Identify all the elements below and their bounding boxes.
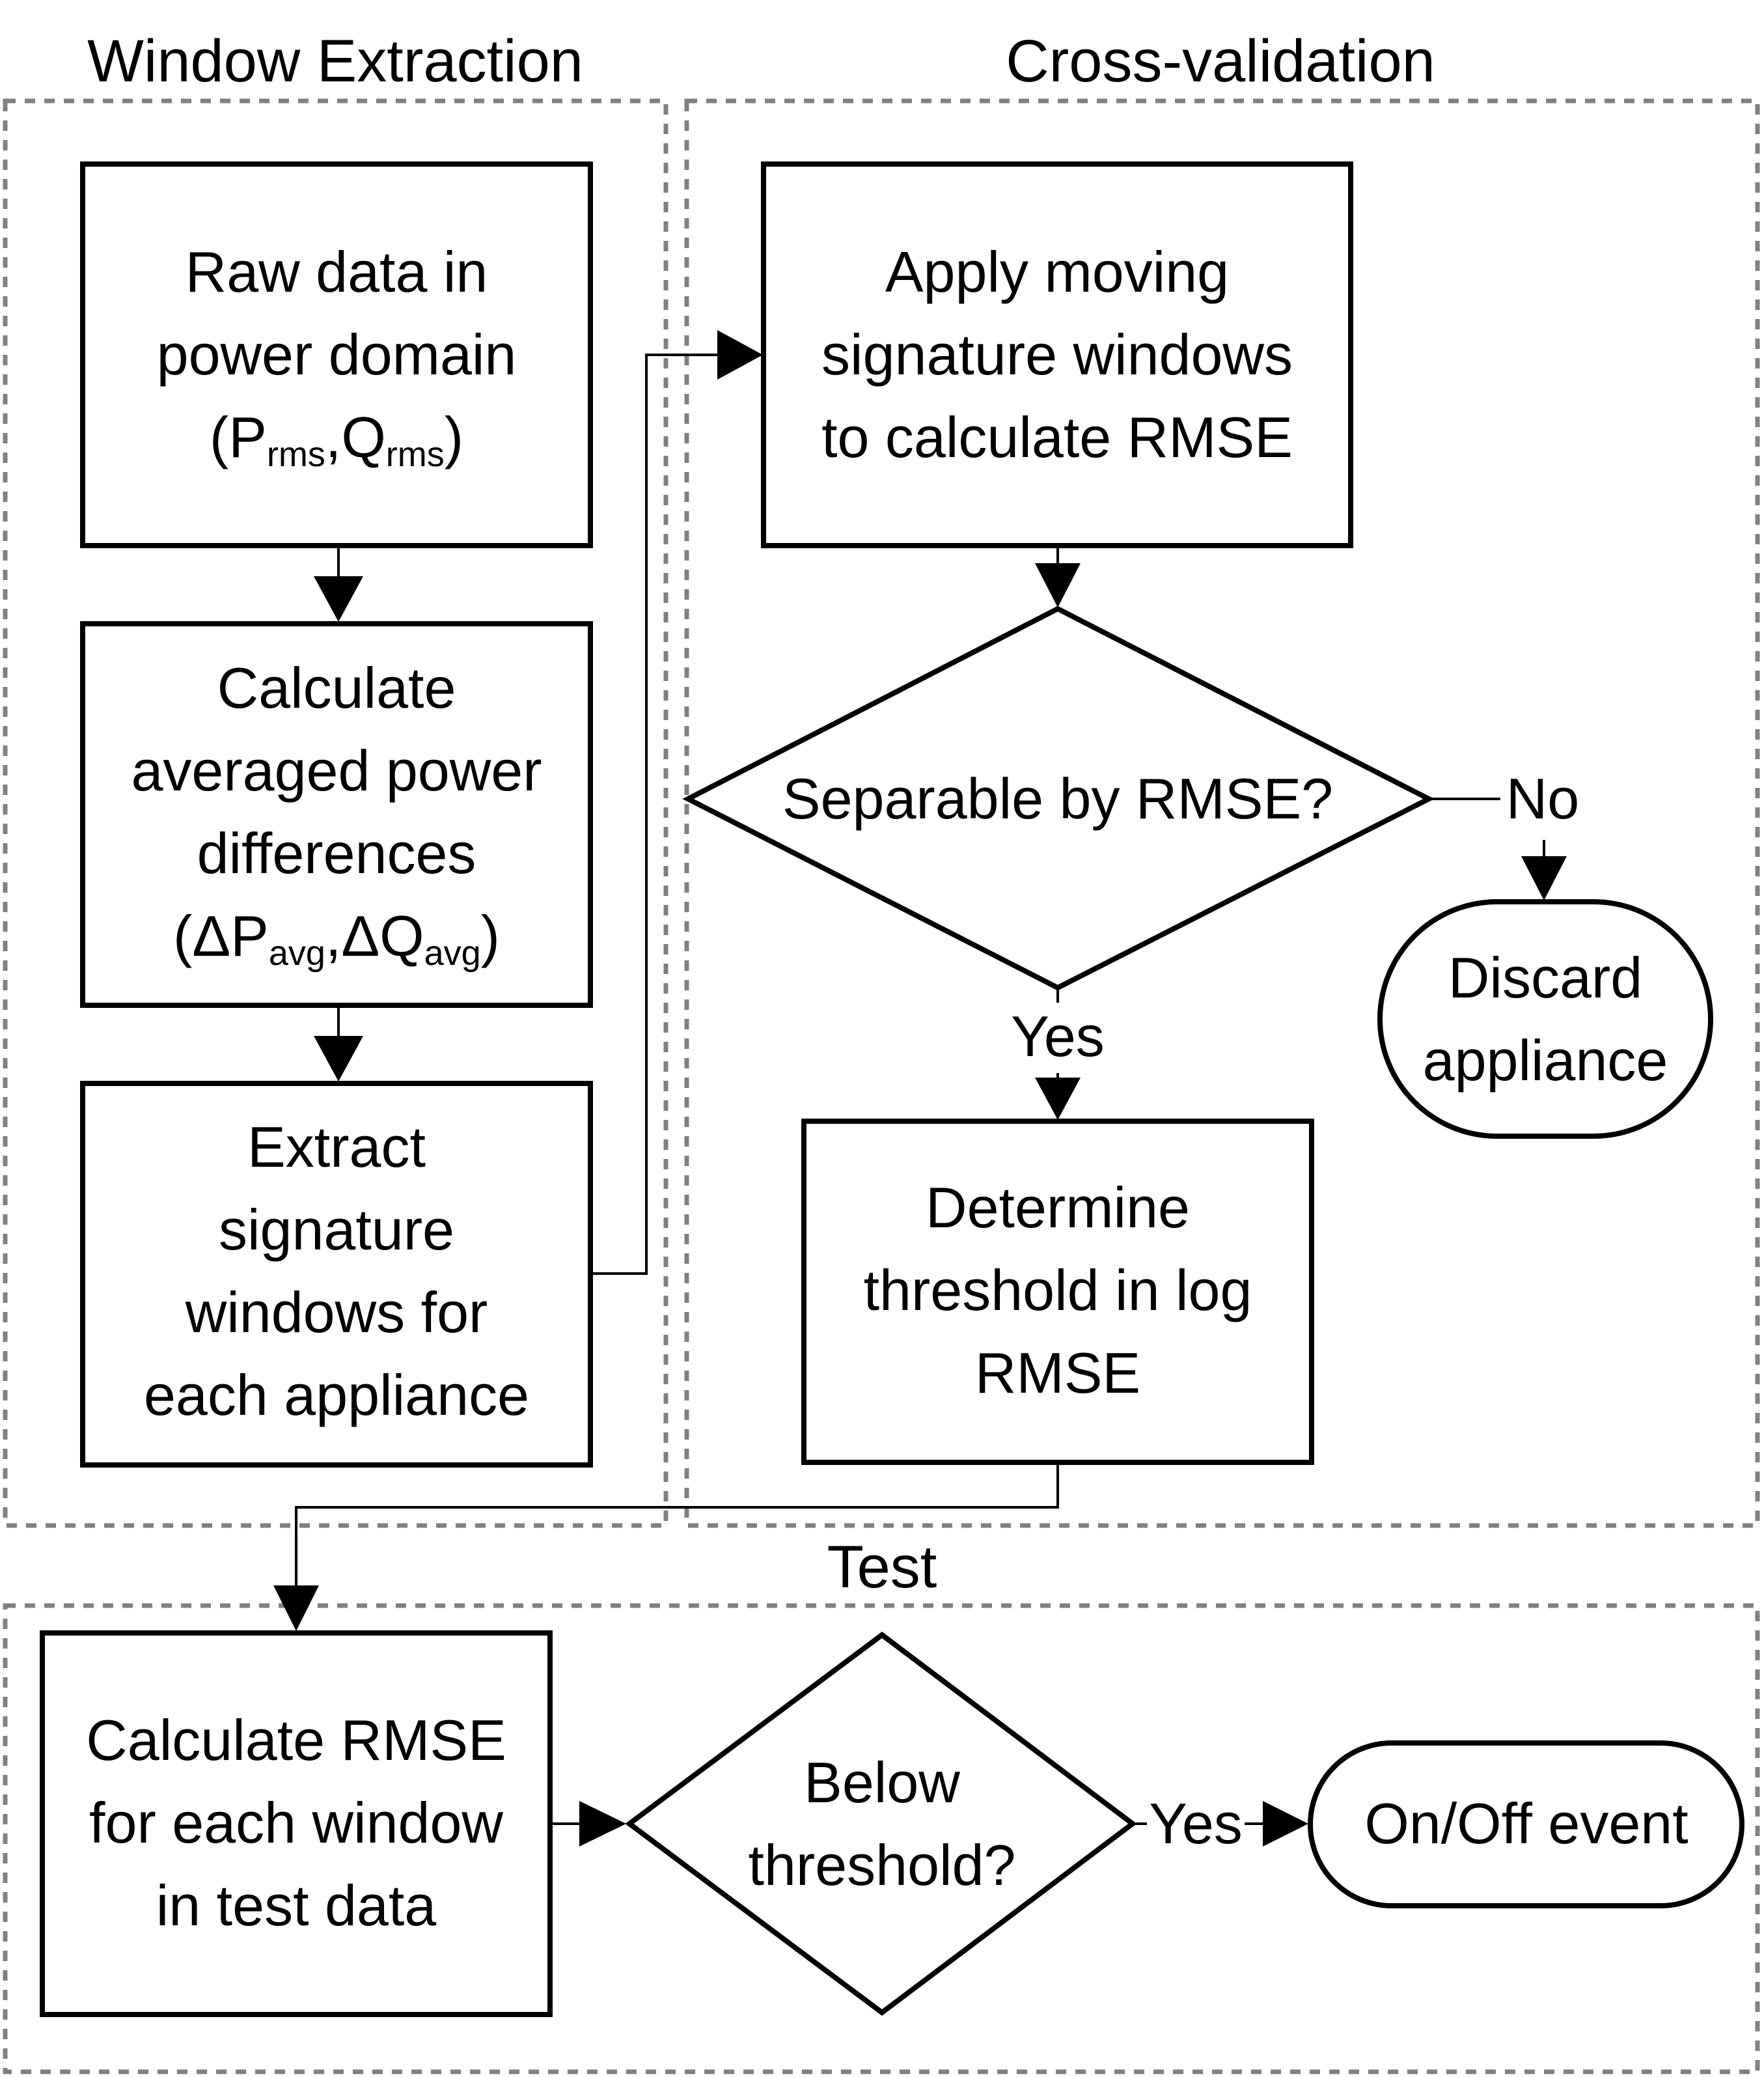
- apply-moving-line-1: Apply moving: [885, 240, 1229, 304]
- determine-line-3: RMSE: [975, 1341, 1140, 1405]
- edge-label-no: No: [1506, 766, 1580, 831]
- below-line-2: threshold?: [749, 1833, 1016, 1897]
- raw-data-line-1: Raw data in: [186, 240, 488, 304]
- arrow-head-diamond-to-determine: [1035, 1078, 1081, 1120]
- node-apply-moving: Apply moving signature windows to calcul…: [761, 161, 1353, 548]
- node-separable-decision: Separable by RMSE?: [682, 606, 1435, 991]
- determine-box: [801, 1119, 1314, 1465]
- node-determine: Determine threshold in log RMSE: [801, 1119, 1314, 1465]
- below-line-1: Below: [804, 1750, 960, 1815]
- raw-data-box: [80, 161, 593, 548]
- arrow-head-determine-to-calc-rmse: [273, 1585, 319, 1631]
- node-extract: Extract signature windows for each appli…: [80, 1081, 593, 1468]
- apply-moving-line-2: signature windows: [821, 322, 1293, 387]
- formula-dq-sub: avg: [424, 934, 481, 973]
- discard-terminal: [1377, 899, 1713, 1139]
- extract-box: [80, 1081, 593, 1468]
- formula-dp-sub: avg: [269, 934, 325, 973]
- node-calc-averaged: Calculate averaged power differences (ΔP…: [80, 621, 593, 1008]
- calc-rmse-line-3: in test data: [156, 1873, 437, 1938]
- cross-validation-group: [684, 98, 1760, 1528]
- below-diamond: [625, 1631, 1137, 2016]
- connector-lines: [295, 354, 1545, 1825]
- arrow-head-raw-to-calc: [314, 576, 363, 622]
- on-off-label: On/Off event: [1364, 1791, 1688, 1856]
- formula-dp: ΔP: [192, 904, 268, 968]
- node-calc-rmse: Calculate RMSE for each window in test d…: [40, 1630, 553, 2017]
- arrow-head-calc-to-extract: [314, 1036, 363, 1081]
- apply-moving-line-3: to calculate RMSE: [821, 405, 1293, 469]
- edge-label-yes-separable: Yes: [1011, 1004, 1105, 1068]
- on-off-terminal: [1308, 1740, 1744, 1908]
- calc-averaged-line-3: differences: [197, 821, 476, 885]
- calc-rmse-line-2: for each window: [89, 1791, 503, 1855]
- determine-line-1: Determine: [926, 1175, 1190, 1240]
- formula-q-sub: rms: [386, 435, 445, 474]
- edge-label-yes-below: Yes: [1149, 1791, 1243, 1856]
- raw-data-line-2: power domain: [157, 322, 517, 387]
- discard-line-1: Discard: [1448, 945, 1642, 1010]
- window-extraction-title: Window Extraction: [87, 28, 583, 94]
- node-discard: Discard appliance: [1377, 899, 1713, 1139]
- extract-line-3: windows for: [185, 1280, 488, 1345]
- discard-line-2: appliance: [1423, 1028, 1668, 1093]
- calc-averaged-line-2: averaged power: [131, 738, 542, 803]
- calc-rmse-line-1: Calculate RMSE: [86, 1708, 506, 1772]
- arrowheads: [273, 330, 1567, 1847]
- calc-averaged-line-1: Calculate: [217, 656, 456, 720]
- node-raw-data: Raw data in power domain (Prms,Qrms): [80, 161, 593, 548]
- formula-p-sub: rms: [267, 435, 325, 474]
- separable-diamond: [682, 606, 1435, 991]
- arrow-head-below-to-onoff: [1263, 1801, 1308, 1847]
- cross-validation-title: Cross-validation: [1006, 28, 1435, 94]
- node-below-decision: Below threshold?: [625, 1631, 1137, 2016]
- determine-line-2: threshold in log: [864, 1258, 1252, 1322]
- extract-line-2: signature: [219, 1197, 454, 1262]
- formula-dq: ΔQ: [341, 904, 424, 968]
- formula-p: P: [228, 405, 267, 469]
- test-group: [3, 1603, 1760, 2074]
- apply-moving-box: [761, 161, 1353, 548]
- calc-rmse-box: [40, 1630, 553, 2017]
- arrow-head-calc-rmse-to-below: [579, 1801, 626, 1847]
- window-extraction-group: [3, 98, 668, 1528]
- test-title: Test: [827, 1534, 937, 1600]
- node-on-off-event: On/Off event: [1308, 1740, 1744, 1908]
- extract-line-1: Extract: [247, 1115, 426, 1179]
- arrow-head-apply-to-diamond: [1035, 563, 1081, 607]
- arrow-head-extract-to-apply: [717, 330, 763, 380]
- separable-label: Separable by RMSE?: [782, 766, 1333, 831]
- calc-averaged-box: [80, 621, 593, 1008]
- formula-q: Q: [341, 405, 385, 469]
- arrow-head-diamond-to-discard: [1521, 856, 1567, 900]
- extract-line-4: each appliance: [144, 1363, 529, 1427]
